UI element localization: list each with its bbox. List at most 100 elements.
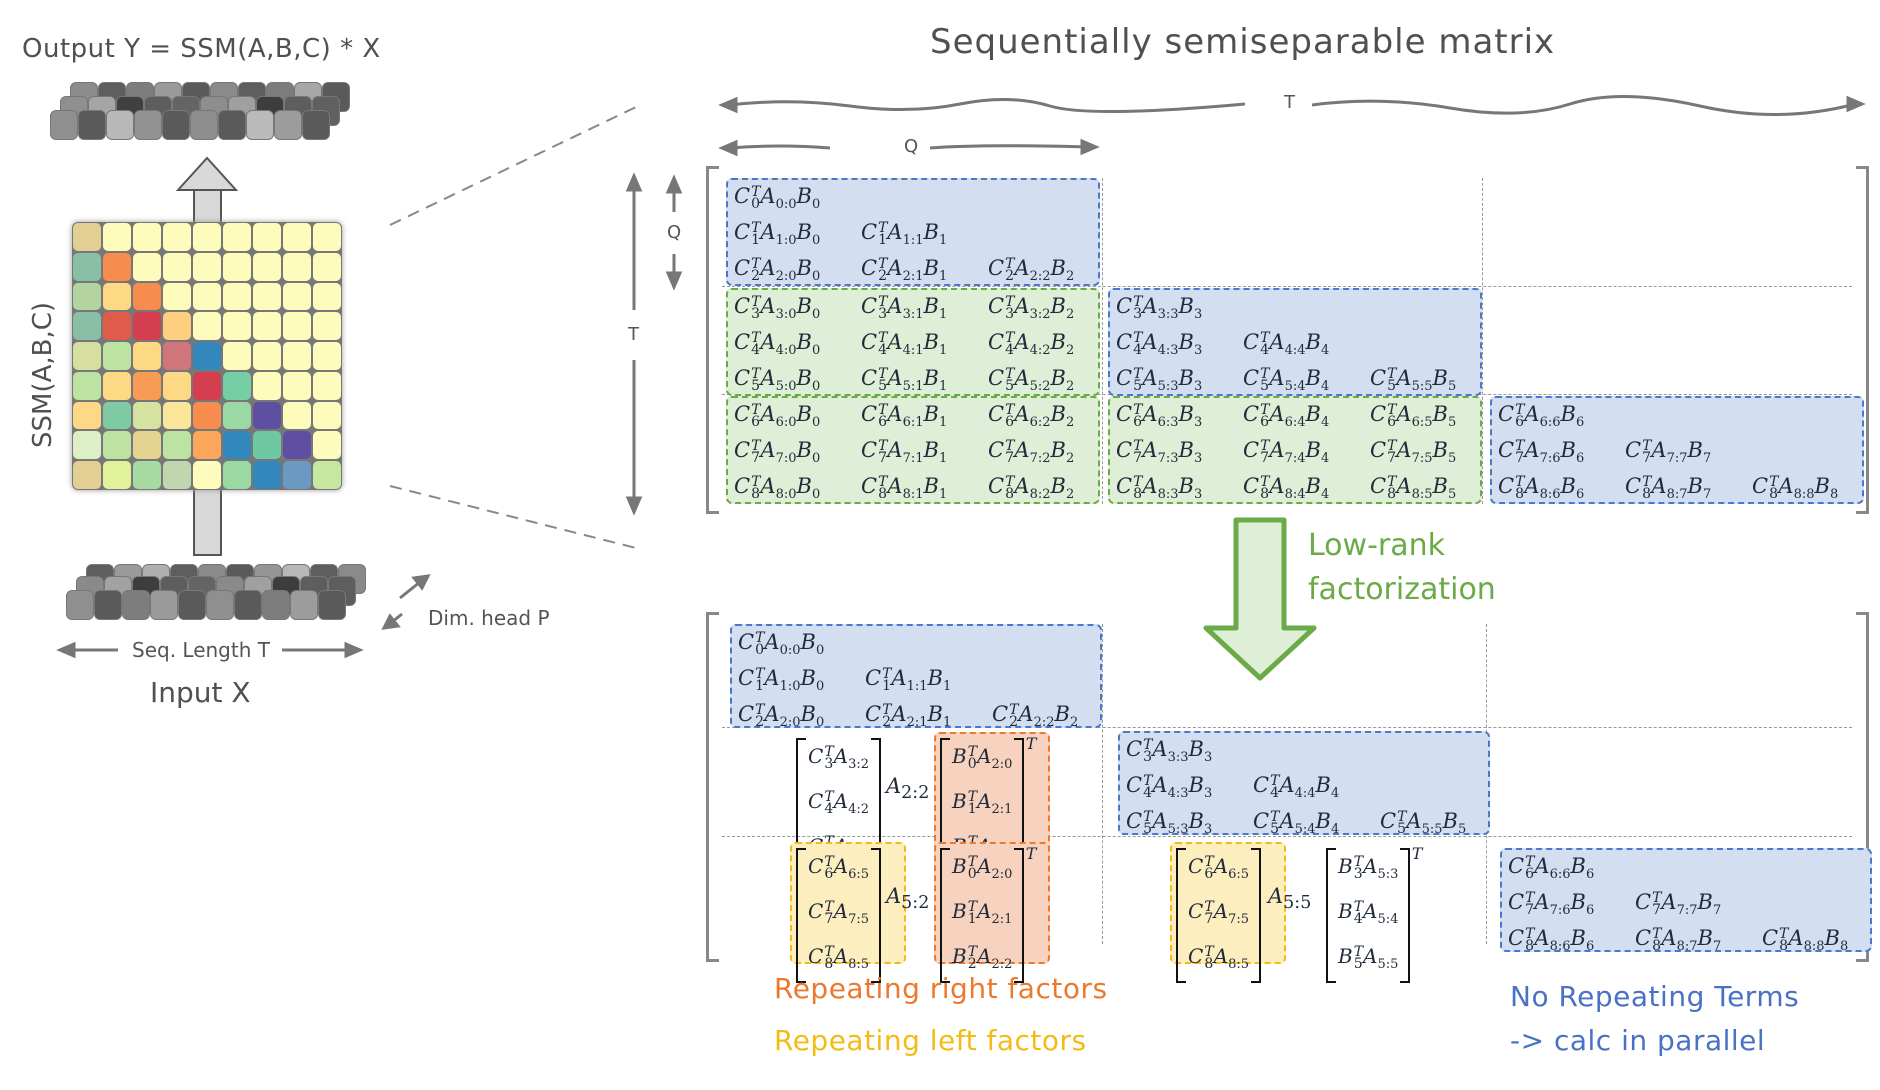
heatmap-cell <box>313 401 341 430</box>
token-cell <box>318 590 346 620</box>
top-matrix-left-bracket <box>706 166 719 514</box>
heatmap-cell <box>193 342 221 370</box>
transition-label-line2: factorization <box>1308 572 1496 607</box>
input-label: Input X <box>150 676 251 709</box>
token-cell <box>290 590 318 620</box>
heatmap-cell <box>313 252 341 281</box>
token-cell <box>50 110 78 140</box>
heatmap-cell <box>133 312 161 341</box>
heatmap-cell <box>223 431 251 460</box>
transpose-mark: T <box>1025 734 1037 753</box>
top-matrix-right-bracket <box>1856 166 1869 514</box>
token-cell <box>134 110 162 140</box>
output-label: Output Y = SSM(A,B,C) * X <box>22 34 381 64</box>
heatmap-cell <box>283 252 311 281</box>
heatmap-cell <box>253 282 281 311</box>
middle-factor-f10: A2:2 <box>886 774 930 804</box>
heatmap-cell <box>223 312 251 341</box>
diagram-title: Sequentially semiseparable matrix <box>930 22 1556 62</box>
token-cell <box>262 590 290 620</box>
heatmap-cell <box>313 342 341 370</box>
token-cell <box>206 590 234 620</box>
left-factor-f21-highlight <box>1170 842 1286 964</box>
grid-divider <box>1482 178 1483 504</box>
token-cell <box>122 590 150 620</box>
heatmap-cell <box>223 223 251 251</box>
output-tokens <box>48 82 368 144</box>
heatmap-cell <box>283 282 311 311</box>
heatmap-cell <box>133 401 161 430</box>
heatmap-cell <box>103 371 131 400</box>
input-tokens <box>64 564 384 626</box>
token-cell <box>150 590 178 620</box>
bottom-matrix-right-bracket <box>1856 612 1869 962</box>
heatmap-cell <box>163 282 191 311</box>
heatmap-cell <box>133 282 161 311</box>
heatmap-cell <box>133 223 161 251</box>
ssm-heatmap <box>72 222 342 490</box>
heatmap-cell <box>73 431 101 460</box>
heatmap-cell <box>193 371 221 400</box>
heatmap-cell <box>253 371 281 400</box>
token-cell <box>178 590 206 620</box>
token-cell <box>218 110 246 140</box>
heatmap-cell <box>73 342 101 370</box>
heatmap-cell <box>313 223 341 251</box>
heatmap-cell <box>253 223 281 251</box>
seq-length-label: Seq. Length T <box>132 638 270 662</box>
token-cell <box>274 110 302 140</box>
heatmap-cell <box>73 223 101 251</box>
grid-divider <box>722 836 1852 837</box>
heatmap-cell <box>103 401 131 430</box>
heatmap-cell <box>223 401 251 430</box>
token-cell <box>78 110 106 140</box>
heatmap-cell <box>223 461 251 489</box>
heatmap-cell <box>163 312 191 341</box>
